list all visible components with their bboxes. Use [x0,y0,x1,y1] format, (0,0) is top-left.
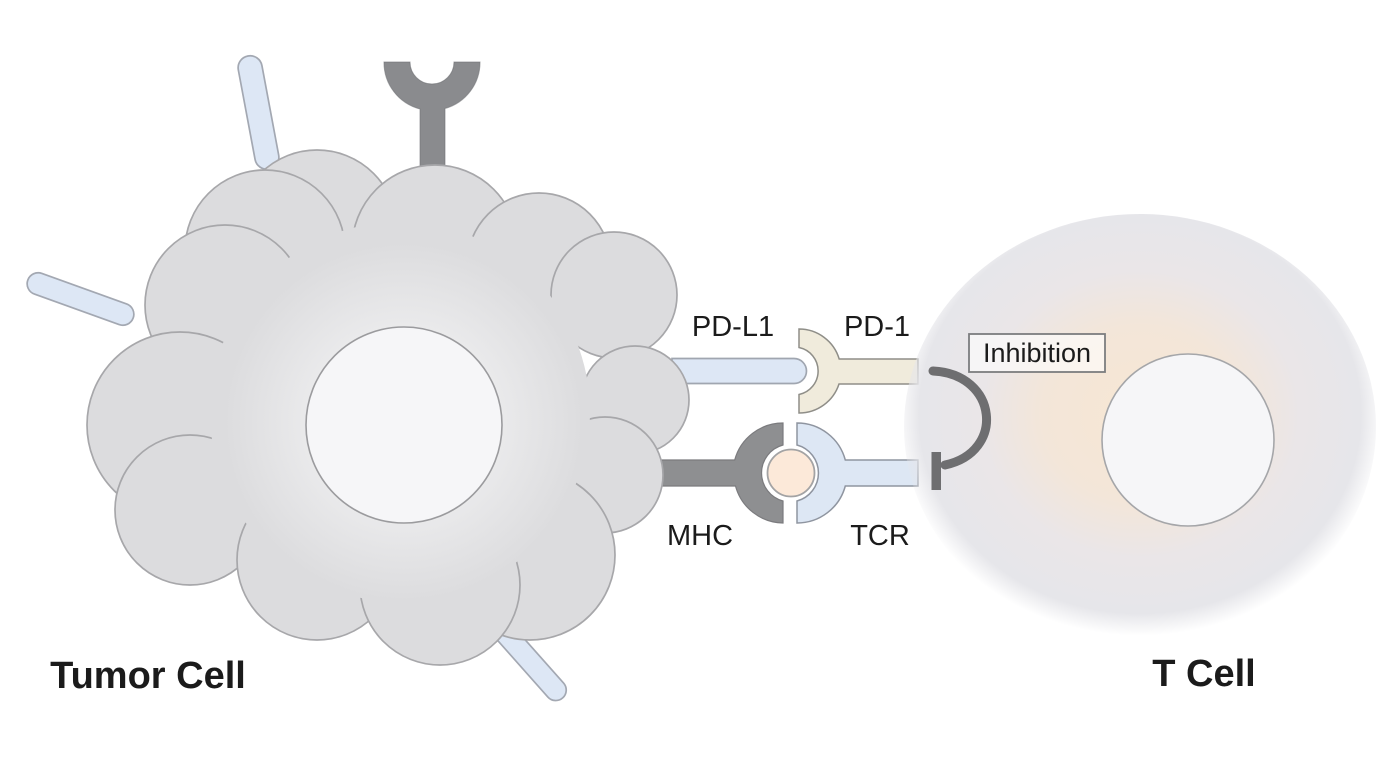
membrane-protrusion-top [237,54,280,171]
tcr-label: TCR [850,520,910,552]
inhibition-tbar-icon [931,452,941,490]
t-cell-label: T Cell [1152,653,1255,695]
tumor-cell-nucleus [305,326,503,524]
t-cell-nucleus [1101,353,1275,527]
membrane-protrusions [26,54,568,702]
pd1-label: PD-1 [844,311,910,343]
membrane-protrusion-left [26,271,135,327]
inhibition-label-box [968,333,1106,373]
pd1-receptor [798,328,919,414]
antigen-peptide [766,448,816,498]
mhc-label: MHC [667,520,733,552]
tumor-surface-receptor-icon [383,61,481,171]
pdl1-ligand [671,357,808,385]
inhibition-label: Inhibition [983,338,1091,368]
tumor-cell-label: Tumor Cell [50,655,246,697]
tcr-receptor [796,422,919,524]
mhc-molecule [649,422,784,524]
inhibition-arc [928,366,992,470]
pdl1-label: PD-L1 [692,311,774,343]
